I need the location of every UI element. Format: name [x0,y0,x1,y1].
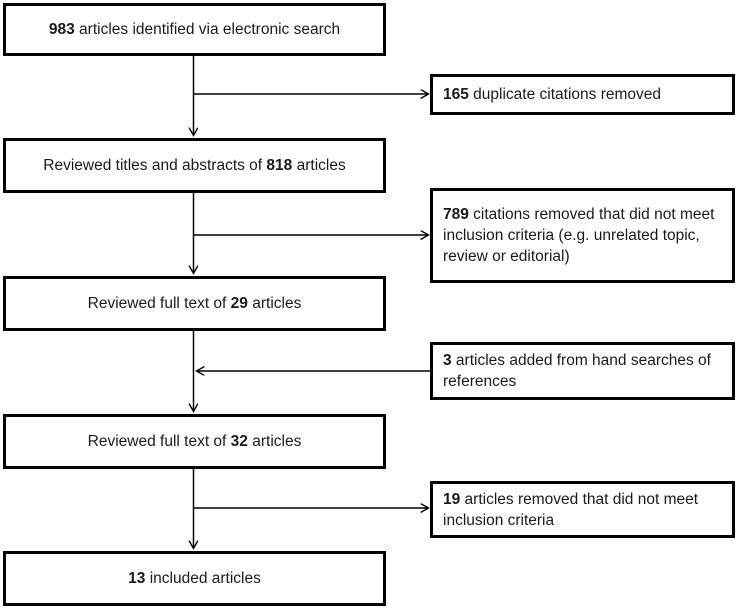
box-number: 3 [443,352,452,369]
box-text: 165 duplicate citations removed [443,86,662,103]
box-text: Reviewed titles and abstracts of 818 art… [43,157,346,174]
box-text: 3 articles added from hand searches of r… [443,352,711,390]
box-text: 13 included articles [128,570,261,587]
flow-box-articles-removed-19: 19 articles removed that did not meet in… [430,481,735,538]
box-number: 789 [443,206,469,223]
box-text: 983 articles identified via electronic s… [48,21,341,38]
box-text: 789 citations removed that did not meet … [443,206,715,265]
flow-box-duplicates-removed: 165 duplicate citations removed [430,74,735,115]
box-text: Reviewed full text of 32 articles [87,433,302,450]
flow-box-fulltext-29: Reviewed full text of 29 articles [3,276,386,331]
box-text: Reviewed full text of 29 articles [87,295,302,312]
box-number: 19 [443,490,461,508]
box-number: 818 [266,157,293,174]
box-number: 13 [128,570,146,587]
flow-box-fulltext-32: Reviewed full text of 32 articles [3,414,386,469]
box-number: 983 [48,21,75,38]
box-text: 19 articles removed that did not meet in… [443,490,699,529]
box-number: 29 [230,295,248,312]
flow-box-titles-abstracts: Reviewed titles and abstracts of 818 art… [3,138,386,193]
flow-box-citations-removed-789: 789 citations removed that did not meet … [430,188,735,283]
flow-box-identified: 983 articles identified via electronic s… [3,3,386,56]
flow-box-hand-search-added: 3 articles added from hand searches of r… [430,342,735,400]
box-number: 32 [230,433,248,450]
box-number: 165 [443,86,469,103]
flow-box-included: 13 included articles [3,551,386,606]
